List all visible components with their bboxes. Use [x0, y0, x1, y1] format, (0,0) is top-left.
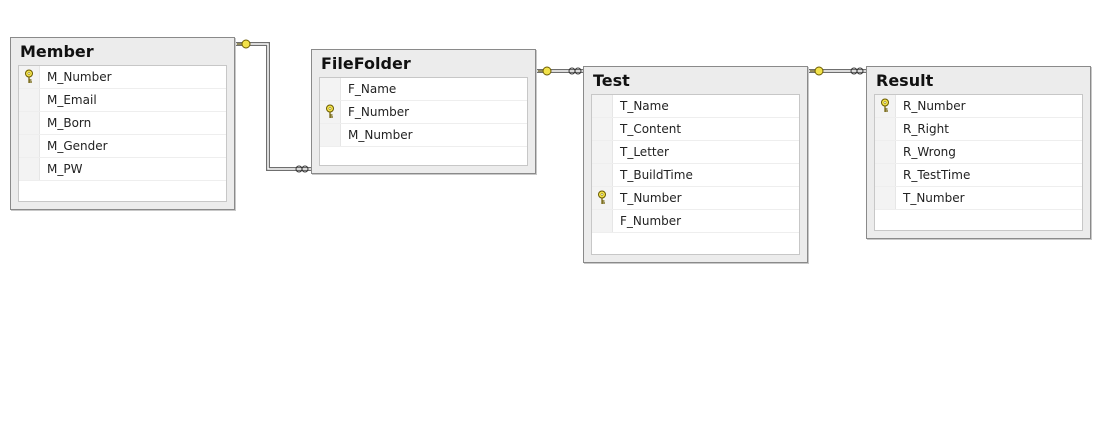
many-end-infinity-icon [850, 67, 864, 75]
row-selector [592, 141, 613, 163]
column-name: T_Number [620, 191, 682, 205]
column-row[interactable]: M_Number [19, 66, 226, 89]
key-icon [25, 69, 33, 83]
row-selector [592, 164, 613, 186]
column-row[interactable]: M_Email [19, 89, 226, 112]
one-end-key-icon [810, 66, 824, 76]
column-row[interactable]: R_Number [875, 95, 1082, 118]
row-selector [19, 89, 40, 111]
row-selector [875, 118, 896, 140]
relationship-member-filefolder[interactable] [235, 39, 311, 173]
row-selector [592, 118, 613, 140]
column-name: M_PW [47, 162, 83, 176]
column-row[interactable]: M_Gender [19, 135, 226, 158]
column-name: R_TestTime [903, 168, 971, 182]
row-selector [875, 95, 896, 117]
row-selector [320, 78, 341, 100]
row-selector [875, 164, 896, 186]
column-row[interactable]: R_Right [875, 118, 1082, 141]
column-row[interactable]: M_Number [320, 124, 527, 147]
relationship-filefolder-test[interactable] [536, 66, 583, 76]
column-row[interactable]: R_TestTime [875, 164, 1082, 187]
column-name: T_BuildTime [620, 168, 693, 182]
row-selector [19, 158, 40, 180]
column-row[interactable]: F_Name [320, 78, 527, 101]
column-row[interactable]: T_Number [592, 187, 799, 210]
table-title: Result [876, 71, 934, 90]
relationship-test-result[interactable] [808, 66, 866, 76]
column-name: R_Wrong [903, 145, 956, 159]
key-icon [598, 190, 606, 204]
column-name: R_Right [903, 122, 949, 136]
table-title: Test [593, 71, 630, 90]
table-title: Member [20, 42, 94, 61]
column-name: T_Content [620, 122, 682, 136]
key-icon [326, 104, 334, 118]
many-end-infinity-icon [295, 165, 309, 173]
row-selector [875, 141, 896, 163]
row-selector [320, 124, 341, 146]
column-name: R_Number [903, 99, 966, 113]
row-selector [19, 135, 40, 157]
column-name: T_Letter [620, 145, 669, 159]
column-name: F_Number [348, 105, 410, 119]
column-name: F_Number [620, 214, 682, 228]
column-name: F_Name [348, 82, 397, 96]
column-name: T_Name [620, 99, 669, 113]
column-row[interactable]: F_Number [320, 101, 527, 124]
table-title: FileFolder [321, 54, 411, 73]
column-name: M_Number [47, 70, 112, 84]
column-row[interactable]: R_Wrong [875, 141, 1082, 164]
column-name: T_Number [903, 191, 965, 205]
column-row[interactable]: F_Number [592, 210, 799, 233]
column-row[interactable]: T_Letter [592, 141, 799, 164]
column-name: M_Gender [47, 139, 108, 153]
row-selector [592, 210, 613, 232]
column-row[interactable]: M_Born [19, 112, 226, 135]
one-end-key-icon [538, 66, 552, 76]
column-name: M_Email [47, 93, 97, 107]
row-selector [592, 187, 613, 209]
key-icon [881, 98, 889, 112]
row-selector [592, 95, 613, 117]
row-selector [320, 101, 341, 123]
column-name: M_Number [348, 128, 413, 142]
column-row[interactable]: T_Number [875, 187, 1082, 210]
column-row[interactable]: M_PW [19, 158, 226, 181]
row-selector [19, 112, 40, 134]
row-selector [875, 187, 896, 209]
column-row[interactable]: T_Name [592, 95, 799, 118]
column-row[interactable]: T_Content [592, 118, 799, 141]
row-selector [19, 66, 40, 88]
one-end-key-icon [237, 39, 251, 49]
many-end-infinity-icon [568, 67, 582, 75]
column-row[interactable]: T_BuildTime [592, 164, 799, 187]
column-name: M_Born [47, 116, 92, 130]
